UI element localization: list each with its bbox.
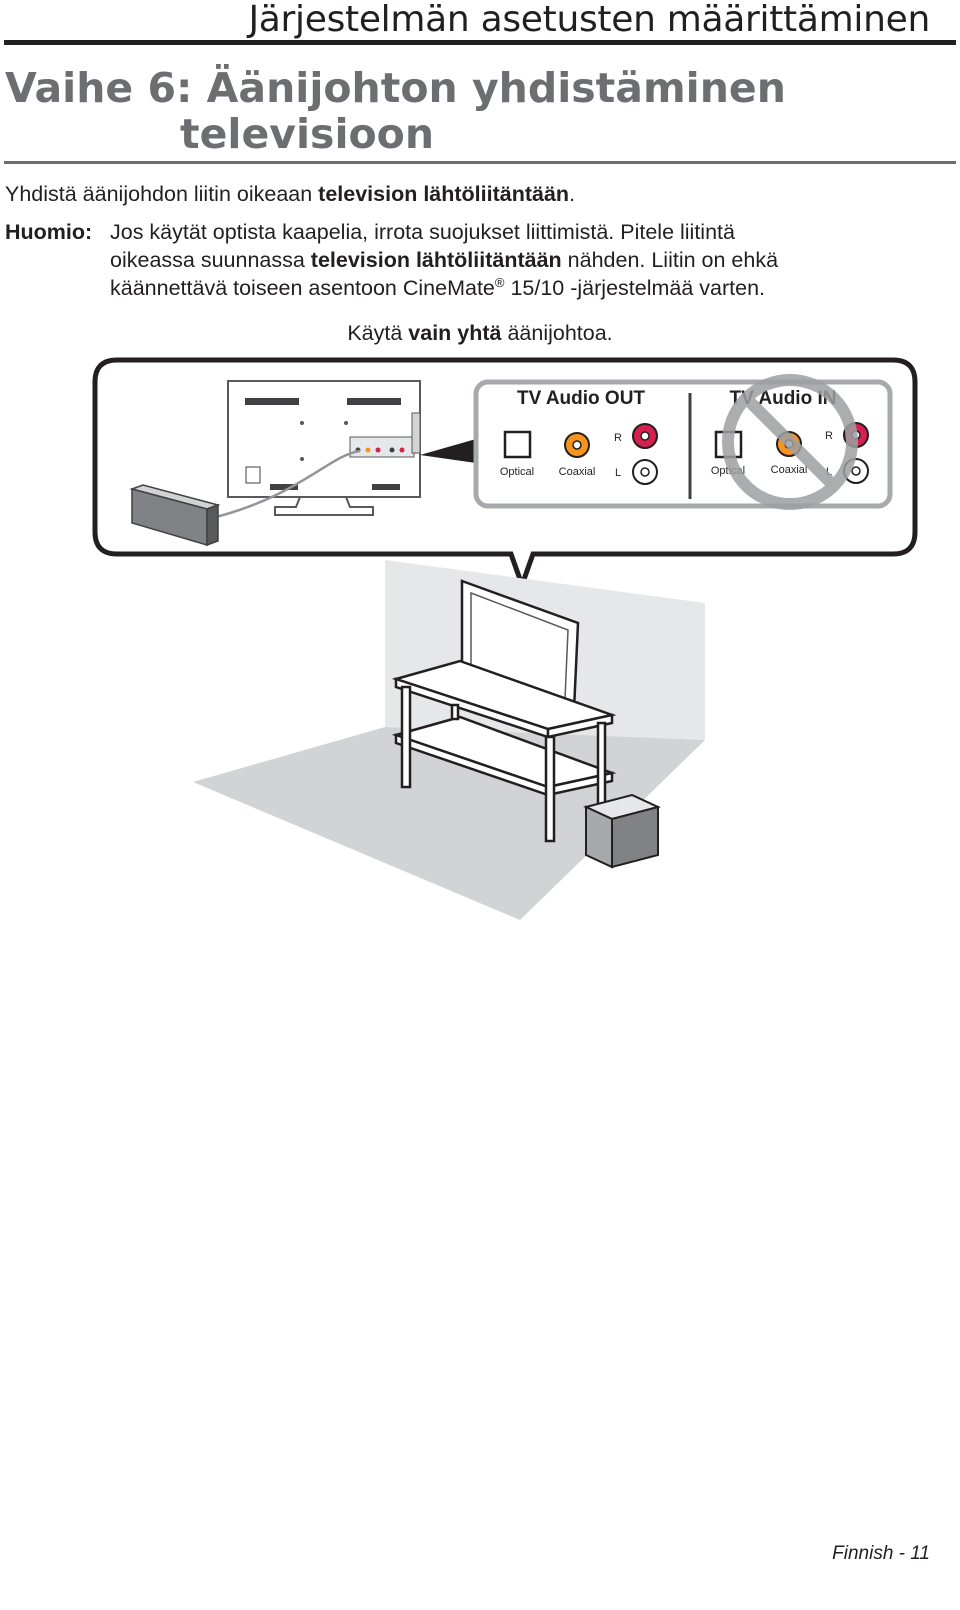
tv-in-r-label: R: [825, 430, 833, 442]
tv-vent-right: [347, 398, 401, 405]
tv-label-plate: [245, 466, 261, 484]
tv-audio-out-group: TV Audio OUT Optical Coaxial R L: [500, 388, 658, 485]
instruction-text: Yhdistä äänijohdon liitin oikeaan televi…: [5, 180, 945, 208]
step-heading-line1: Vaihe 6: Äänijohton yhdistäminen: [5, 64, 786, 112]
tv-out-coaxial-label: Coaxial: [559, 466, 596, 478]
note-label: Huomio:: [5, 220, 93, 244]
tv-rear-view: [227, 380, 421, 516]
tv-mini-jack-5: [399, 447, 405, 453]
bass-module-side: [611, 805, 659, 869]
console-side: [206, 503, 219, 547]
note-line-2: oikeassa suunnassa television lähtöliitä…: [110, 246, 778, 274]
note-line3-suffix: 15/10 -järjestelmää varten.: [504, 276, 766, 300]
tv-stand-furniture: [391, 659, 617, 843]
header-rule: [4, 40, 956, 45]
tv-screw-2: [344, 421, 348, 425]
tv-jack-block: [349, 436, 415, 458]
tv-vent-left: [245, 398, 299, 405]
single-cable-prefix: Käytä: [347, 321, 409, 345]
tv-mini-jack-3: [375, 447, 381, 453]
tv-out-optical-label: Optical: [500, 466, 534, 478]
right-jack-center: [640, 431, 650, 441]
in-left-jack-center: [851, 466, 861, 476]
note-line3-prefix: käännettävä toiseen asentoon CineMate: [110, 276, 495, 300]
instruction-prefix: Yhdistä äänijohdon liitin oikeaan: [5, 182, 319, 206]
tv-audio-out-title: TV Audio OUT: [517, 388, 645, 409]
left-jack-center: [640, 467, 650, 477]
coaxial-jack-center: [572, 440, 582, 450]
bass-module: [583, 793, 661, 869]
note-line2-suffix: nähden. Liitin on ehkä: [561, 248, 779, 272]
tv-in-l-label: L: [826, 466, 832, 478]
note-line2-bold: television lähtöliitäntään: [310, 248, 562, 272]
note-line-1: Jos käytät optista kaapelia, irrota suoj…: [110, 220, 735, 244]
connection-illustration: TV Audio OUT Optical Coaxial R L TV Audi…: [0, 355, 960, 935]
zoom-pointer: [420, 439, 476, 463]
instruction-bold: television lähtöliitäntään: [318, 182, 570, 206]
tv-mini-jack-4: [389, 447, 395, 453]
stand-leg-back-right: [596, 721, 607, 815]
note-line2-prefix: oikeassa suunnassa: [110, 248, 311, 272]
single-cable-bold: vain yhtä: [408, 321, 502, 345]
tv-side-ports: [411, 412, 421, 454]
tv-screw-3: [300, 457, 304, 461]
registered-mark: ®: [494, 275, 505, 290]
stand-leg-front-right: [544, 735, 556, 843]
single-cable-suffix: äänijohtoa.: [501, 321, 613, 345]
tv-vent-bottom-left: [270, 484, 298, 490]
console-unit: [129, 484, 221, 547]
stand-top-edge-right: [546, 713, 614, 739]
audio-cable: [215, 449, 361, 519]
single-cable-note: Käytä vain yhtä äänijohtoa.: [0, 319, 960, 347]
tv-in-coaxial-label: Coaxial: [771, 464, 808, 476]
optical-jack-icon: [503, 430, 532, 459]
stand-leg-back-left: [450, 703, 460, 721]
tv-mini-jack-2: [365, 447, 371, 453]
heading-rule: [4, 161, 956, 164]
section-title: Järjestelmän asetusten määrittäminen: [248, 0, 930, 40]
connection-diagram: TV Audio OUT Optical Coaxial R L TV Audi…: [92, 357, 918, 920]
step-heading-line2: televisioon: [180, 110, 435, 158]
stand-leg-front-left: [400, 685, 412, 789]
note-lines: Jos käytät optista kaapelia, irrota suoj…: [110, 218, 778, 302]
instruction-suffix: .: [569, 182, 576, 206]
tv-vent-bottom-right: [372, 484, 400, 490]
page-footer: Finnish - 11: [832, 1543, 930, 1564]
tv-out-l-label: L: [615, 467, 621, 479]
note-line-3: käännettävä toiseen asentoon CineMate® 1…: [110, 274, 778, 302]
prohibited-icon: [722, 374, 858, 510]
step-heading: Vaihe 6: Äänijohton yhdistäminen televis…: [5, 65, 786, 157]
tv-stand: [274, 496, 374, 516]
tv-out-r-label: R: [614, 432, 622, 444]
tv-screw-1: [300, 421, 304, 425]
connector-panel: [473, 379, 893, 509]
